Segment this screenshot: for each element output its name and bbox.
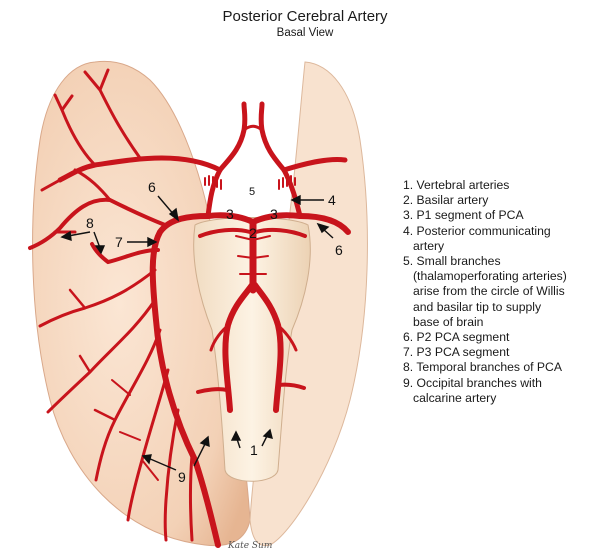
label-8: 8 [86, 215, 94, 231]
legend-item: 3. P1 segment of PCA [403, 208, 595, 223]
label-6-right: 6 [335, 242, 343, 258]
label-4: 4 [328, 192, 336, 208]
legend-item: 7. P3 PCA segment [403, 345, 595, 360]
label-9: 9 [178, 469, 186, 485]
legend-item-continued: base of brain [403, 315, 595, 330]
legend-item-continued: artery [403, 239, 595, 254]
artist-signature: Kate Sum [227, 541, 272, 551]
legend-item: 9. Occipital branches with [403, 376, 595, 391]
legend-item-continued: (thalamoperforating arteries) [403, 269, 595, 284]
legend-item: 2. Basilar artery [403, 193, 595, 208]
label-3-right: 3 [270, 206, 278, 222]
label-7: 7 [115, 234, 123, 250]
legend-list: 1. Vertebral arteries 2. Basilar artery … [403, 178, 595, 406]
brain-illustration: 1 2 3 3 4 5 6 6 7 8 9 Kate Sum [0, 0, 400, 558]
label-2: 2 [249, 225, 257, 241]
legend-item: 8. Temporal branches of PCA [403, 360, 595, 375]
legend-item: 1. Vertebral arteries [403, 178, 595, 193]
label-1: 1 [250, 442, 258, 458]
legend-item: 5. Small branches [403, 254, 595, 269]
legend-item-continued: and basilar tip to supply [403, 300, 595, 315]
legend-item-continued: arise from the circle of Willis [403, 284, 595, 299]
legend-item: 6. P2 PCA segment [403, 330, 595, 345]
legend-item: 4. Posterior communicating [403, 224, 595, 239]
label-3-left: 3 [226, 206, 234, 222]
label-6-left: 6 [148, 179, 156, 195]
legend-item-continued: calcarine artery [403, 391, 595, 406]
label-5: 5 [249, 186, 255, 198]
